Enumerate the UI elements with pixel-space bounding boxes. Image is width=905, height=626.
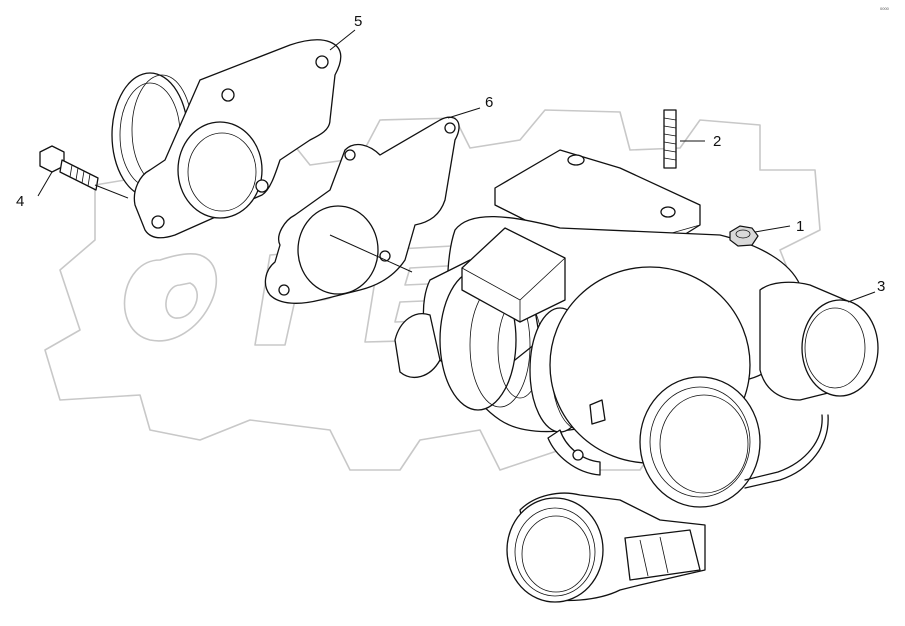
callouts: 1 2 3 4 5 6 <box>16 13 885 295</box>
stud <box>663 109 677 169</box>
callout-2: 2 <box>713 133 721 150</box>
callout-3: 3 <box>877 278 885 295</box>
corner-code: 0000 <box>880 6 890 11</box>
gasket <box>264 116 460 304</box>
callout-6: 6 <box>485 94 493 111</box>
nut <box>729 225 759 247</box>
callout-4: 4 <box>16 193 24 210</box>
callout-1: 1 <box>796 218 804 235</box>
flange-bolt <box>39 145 99 191</box>
exhaust-adapter-flange <box>111 39 342 239</box>
callout-5: 5 <box>354 13 362 30</box>
leader-lines <box>37 29 876 303</box>
turbocharger <box>394 149 879 603</box>
